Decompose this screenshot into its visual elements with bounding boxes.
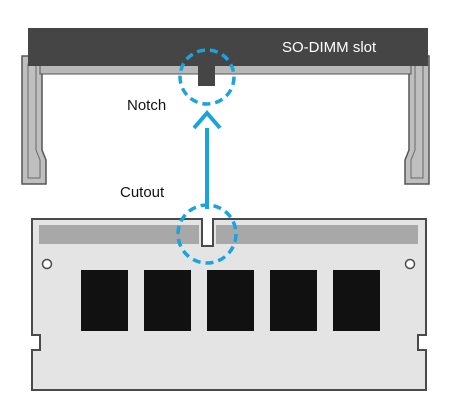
notch-label: Notch xyxy=(127,97,166,114)
insert-direction-arrow xyxy=(192,109,222,209)
memory-chip xyxy=(270,270,317,331)
memory-module xyxy=(31,218,427,391)
arrow-head xyxy=(192,109,222,130)
slot-left-latch xyxy=(21,55,47,185)
memory-chip xyxy=(81,270,128,331)
memory-chip xyxy=(207,270,254,331)
module-mount-hole-right xyxy=(404,258,416,270)
slot-top-body xyxy=(28,28,428,86)
slot-notch-key xyxy=(201,62,212,86)
module-chips xyxy=(81,270,380,331)
slot-right-latch xyxy=(404,55,430,185)
memory-chip xyxy=(144,270,191,331)
module-contact-strip-left xyxy=(39,225,199,244)
memory-chip xyxy=(333,270,380,331)
cutout-callout-circle xyxy=(176,203,238,265)
cutout-label: Cutout xyxy=(120,184,165,201)
module-mount-hole-left xyxy=(41,258,53,270)
so-dimm-slot: SO-DIMM slot xyxy=(21,28,430,185)
module-contact-strip-right xyxy=(216,225,418,244)
notch-callout-circle xyxy=(178,48,236,106)
slot-label: SO-DIMM slot xyxy=(282,39,377,56)
